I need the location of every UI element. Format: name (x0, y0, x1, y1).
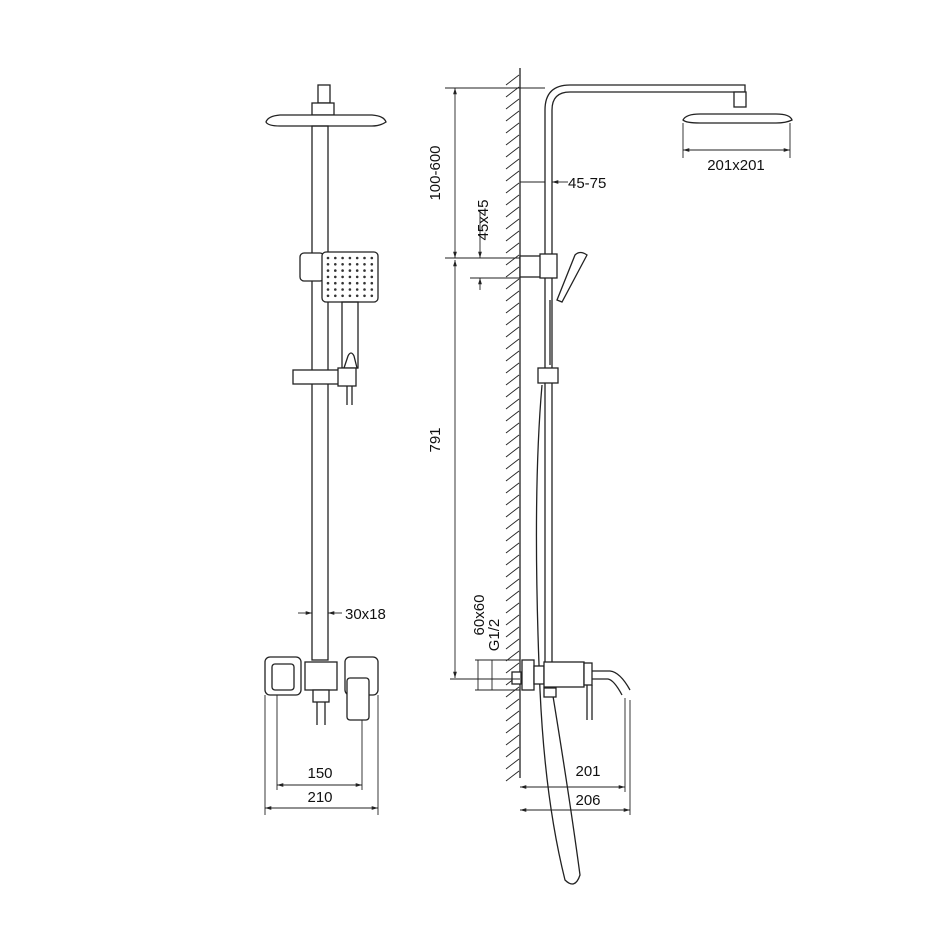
dim-201-label: 201 (575, 763, 600, 780)
dim-45x45-label: 45x45 (475, 200, 492, 241)
dim-150-label: 150 (307, 765, 332, 782)
dim-791-label: 791 (427, 427, 444, 452)
flange-side (521, 659, 535, 691)
soap-slider (292, 369, 340, 385)
dim-45-75-label: 45-75 (568, 175, 606, 192)
rain-head-side (682, 113, 793, 124)
side-view: 100-600 45x45 791 60x60 G1/2 45-75 201x2… (427, 68, 793, 885)
dim-100-600-label: 100-600 (427, 145, 444, 200)
dim-g12-label: G1/2 (486, 619, 503, 652)
shower-rail (311, 125, 329, 661)
wall-bracket (519, 255, 543, 278)
shower-arm (544, 84, 746, 665)
ceiling-connector (317, 84, 331, 104)
dim-pipe-label: 30x18 (345, 606, 386, 623)
front-view: 30x18 150 210 (264, 84, 387, 815)
mixer-body (304, 661, 338, 691)
hand-shower-side (556, 251, 588, 303)
slider-side (537, 367, 559, 384)
rain-shower-head (265, 114, 387, 127)
mixer-side (543, 661, 585, 688)
dim-206-label: 206 (575, 792, 600, 809)
hand-shower-holder (299, 252, 325, 282)
mixer-lever (346, 677, 370, 721)
dim-head-label: 201x201 (707, 157, 765, 174)
dim-210-label: 210 (307, 789, 332, 806)
dim-60x60-label: 60x60 (471, 595, 488, 636)
